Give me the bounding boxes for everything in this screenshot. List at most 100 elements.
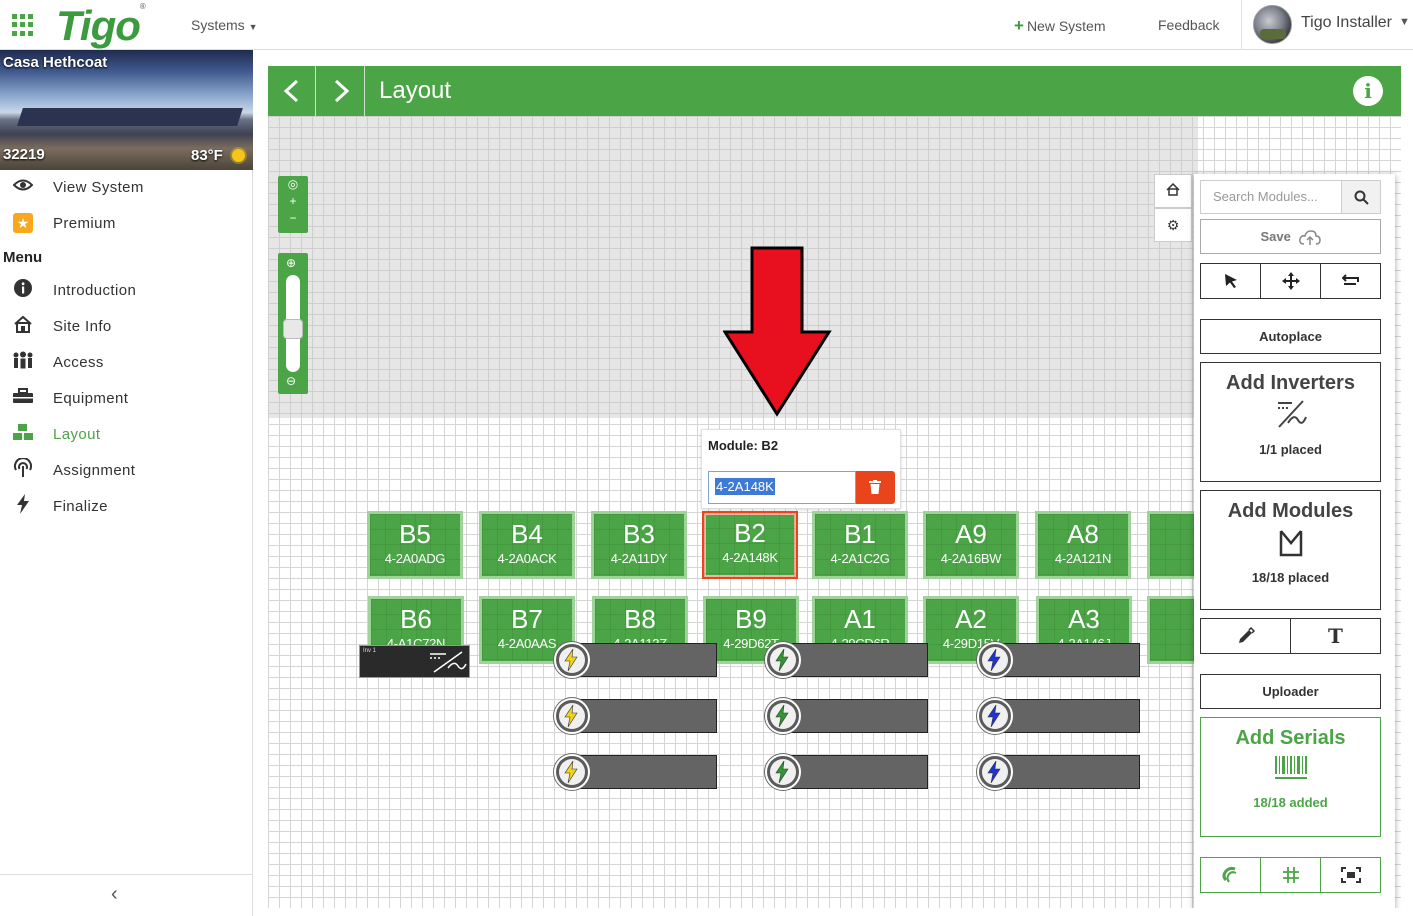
sidebar-item-equipment[interactable]: Equipment bbox=[0, 383, 252, 413]
add-inverters-card[interactable]: Add Inverters 1/1 placed bbox=[1200, 362, 1381, 482]
chevron-left-icon[interactable]: ‹ bbox=[111, 883, 118, 905]
string-bar[interactable] bbox=[554, 698, 719, 734]
zoom-in-icon[interactable]: ⊕ bbox=[286, 256, 297, 270]
info-icon[interactable]: i bbox=[1353, 76, 1383, 106]
tigo-logo[interactable]: Tigo® bbox=[56, 2, 146, 49]
add-inverters-title: Add Inverters bbox=[1226, 372, 1355, 394]
site-temperature: 83°F bbox=[191, 147, 223, 164]
search-button[interactable] bbox=[1341, 180, 1381, 214]
move-tool-button[interactable] bbox=[1261, 264, 1321, 298]
avatar[interactable] bbox=[1253, 5, 1292, 44]
magnet-snap-button[interactable] bbox=[1201, 858, 1261, 892]
module-tile[interactable]: B3 4-2A11DY bbox=[591, 511, 687, 579]
sidebar-item-premium[interactable]: ★ Premium bbox=[0, 208, 252, 238]
sidebar-item-finalize[interactable]: Finalize bbox=[0, 491, 252, 521]
serial-input[interactable] bbox=[708, 471, 856, 504]
plus-icon[interactable]: + bbox=[289, 194, 297, 208]
magnet-icon bbox=[1222, 866, 1236, 883]
string-bar[interactable] bbox=[977, 698, 1142, 734]
string-bar[interactable] bbox=[554, 642, 719, 678]
zoom-out-icon[interactable]: ⊖ bbox=[286, 374, 297, 388]
select-tool-button[interactable] bbox=[1201, 264, 1261, 298]
module-serial: 4-2A0ADG bbox=[384, 551, 446, 566]
module-name: B4 bbox=[511, 519, 543, 549]
string-bar[interactable] bbox=[554, 754, 719, 790]
site-photo: Casa Hethcoat 32219 83°F bbox=[0, 50, 253, 170]
save-button[interactable]: Save bbox=[1200, 219, 1381, 254]
delete-button[interactable] bbox=[856, 471, 895, 504]
antenna-icon bbox=[12, 456, 34, 483]
sidebar-item-label: Access bbox=[53, 353, 104, 371]
cursor-arrow-icon bbox=[1224, 274, 1237, 288]
home-button[interactable] bbox=[1154, 174, 1192, 208]
add-modules-title: Add Modules bbox=[1227, 500, 1354, 522]
module-tile[interactable]: A34-2A146J bbox=[1036, 596, 1132, 664]
draw-tool-button[interactable] bbox=[1201, 619, 1291, 653]
module-name: A3 bbox=[1068, 604, 1100, 634]
sidebar-item-assignment[interactable]: Assignment bbox=[0, 455, 252, 485]
target-icon[interactable]: ◎ bbox=[287, 177, 299, 191]
settings-button[interactable]: ⚙ bbox=[1154, 208, 1192, 242]
back-button[interactable] bbox=[268, 66, 316, 116]
sidebar-item-site-info[interactable]: Site Info bbox=[0, 311, 252, 341]
sidebar-item-access[interactable]: Access bbox=[0, 347, 252, 377]
string-bolt-icon bbox=[765, 642, 801, 678]
text-tool-button[interactable]: T bbox=[1291, 619, 1380, 653]
feedback-link[interactable]: Feedback bbox=[1158, 17, 1220, 33]
sidebar-item-layout[interactable]: Layout bbox=[0, 419, 252, 449]
module-popup: Module: B2 4-2A148K bbox=[701, 429, 901, 509]
search-modules-input[interactable]: Search Modules... bbox=[1200, 180, 1342, 214]
zoom-slider[interactable]: ⊕ ⊖ bbox=[278, 253, 308, 394]
rotate-tool-button[interactable] bbox=[1321, 264, 1380, 298]
text-t-icon: T bbox=[1328, 624, 1343, 648]
module-name: B7 bbox=[511, 604, 543, 634]
module-name: B2 bbox=[734, 518, 766, 548]
module-name: B3 bbox=[623, 519, 655, 549]
uploader-button[interactable]: Uploader bbox=[1200, 674, 1381, 709]
blocks-icon bbox=[12, 423, 34, 446]
grid-toggle-button[interactable] bbox=[1261, 858, 1321, 892]
add-modules-card[interactable]: Add Modules 18/18 placed bbox=[1200, 490, 1381, 610]
serial-input-value[interactable]: 4-2A148K bbox=[715, 478, 775, 495]
sidebar-item-view-system[interactable]: View System bbox=[0, 172, 252, 202]
forward-button[interactable] bbox=[317, 66, 365, 116]
user-caret-down-icon[interactable]: ▼ bbox=[1399, 16, 1410, 28]
string-bar[interactable] bbox=[765, 754, 930, 790]
new-system-button[interactable]: +New System bbox=[1014, 16, 1106, 36]
autoplace-button[interactable]: Autoplace bbox=[1200, 319, 1381, 354]
fit-screen-button[interactable] bbox=[1321, 858, 1380, 892]
apps-grid-icon[interactable] bbox=[12, 14, 34, 36]
inverter-icon bbox=[430, 651, 467, 673]
bolt-icon bbox=[12, 493, 34, 519]
plus-icon: + bbox=[1014, 16, 1024, 35]
systems-dropdown[interactable]: Systems ▼ bbox=[191, 17, 258, 33]
string-bar[interactable] bbox=[765, 698, 930, 734]
module-icon bbox=[1279, 530, 1302, 557]
toolbox-icon bbox=[12, 387, 34, 409]
minus-icon[interactable]: − bbox=[289, 211, 297, 225]
modules-placed-status: 18/18 placed bbox=[1251, 570, 1330, 585]
sidebar: Casa Hethcoat 32219 83°F View System ★ P… bbox=[0, 50, 253, 916]
sidebar-item-introduction[interactable]: Introduction bbox=[0, 275, 252, 305]
add-serials-title: Add Serials bbox=[1235, 727, 1346, 749]
string-bar[interactable] bbox=[765, 642, 930, 678]
annotation-toolbar: T bbox=[1200, 618, 1381, 654]
eye-icon bbox=[12, 178, 34, 196]
module-serial: 4-2A11DY bbox=[610, 551, 668, 566]
zoom-thumb[interactable] bbox=[283, 319, 303, 339]
string-bar[interactable] bbox=[977, 754, 1142, 790]
string-bar[interactable] bbox=[977, 642, 1142, 678]
view-controls: ◎ + − bbox=[278, 176, 308, 233]
user-name[interactable]: Tigo Installer bbox=[1301, 14, 1392, 31]
inverter-block[interactable]: Inv 1 bbox=[359, 645, 470, 678]
add-serials-card[interactable]: Add Serials 18/18 added bbox=[1200, 717, 1381, 837]
layout-canvas[interactable]: ◎ + − ⊕ ⊖ ⚙ Module: B2 4-2A148K bbox=[268, 116, 1401, 908]
